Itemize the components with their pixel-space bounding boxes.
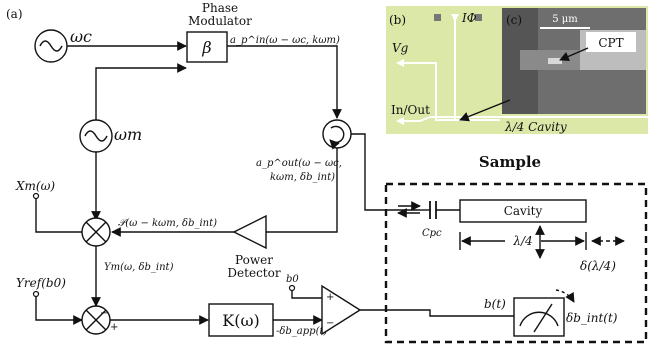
meter-needle: [533, 303, 553, 333]
adder-to-sample-wire: [360, 309, 514, 317]
in-out-label: In/Out: [391, 103, 430, 117]
power-detector-label-2: Detector: [227, 266, 280, 280]
modulator-to-circulator-wire: [227, 45, 342, 119]
K-omega-label: K(ω): [222, 311, 259, 330]
Y-ref-label: Yref(b0): [16, 276, 66, 290]
modulation-source: [79, 119, 113, 153]
scale-bar-label: 5 μm: [552, 14, 578, 25]
yref-terminal: [32, 290, 40, 298]
circulator-to-detector-wire: [266, 148, 338, 233]
summer-minus: −: [100, 308, 108, 319]
yref-to-summer-wire: [35, 296, 83, 325]
adder-plus: +: [326, 292, 334, 303]
circulator-to-sample-wire: [351, 133, 420, 211]
X-m-label: Xm(ω): [15, 179, 55, 193]
delta-b-int-label: δb_int(t): [566, 311, 618, 325]
sample-title: Sample: [479, 153, 541, 171]
b0-terminal: [288, 284, 296, 292]
delta-b-app-label: -δb_app(t): [276, 326, 327, 337]
a-out-label-2: kωm, δb_int): [270, 172, 335, 183]
panel-c-label: (c): [506, 13, 522, 27]
adder-minus: −: [326, 318, 334, 329]
I-phi-label: IΦ: [461, 11, 477, 25]
omega-c-label: ωc: [70, 27, 92, 46]
a-in-label: a_p^in(ω − ωc, kωm): [230, 35, 340, 46]
omega-m-to-modulator-wire: [95, 63, 187, 120]
b0-wire: [291, 290, 322, 299]
panel-b-label: (b): [389, 13, 406, 27]
beta-label: β: [201, 38, 211, 57]
cpt-pointer-arrow: [559, 47, 589, 62]
cpt-meter-box: [513, 297, 565, 337]
inset-pointer-arrow: [459, 99, 511, 122]
b-t-label: b(t): [484, 297, 506, 311]
a-out-label-1: a_p^out(ω − ωc,: [256, 158, 342, 169]
carrier-source: [34, 29, 68, 63]
b0-label: b0: [286, 274, 299, 285]
cavity-label: Cavity: [504, 204, 543, 218]
delta-lambda-label: δ(λ/4): [580, 259, 616, 273]
panel-a-label: (a): [6, 7, 23, 21]
circulator: [322, 119, 352, 150]
mixer-to-xm-wire: [35, 198, 82, 233]
phase-modulator-box: [186, 31, 228, 63]
adder-triangle: [321, 284, 362, 336]
k-omega-box: [208, 303, 274, 337]
V-g-label: Vg: [392, 41, 409, 55]
power-detector-label-1: Power: [235, 253, 273, 267]
lambda-cavity-label: λ/4 Cavity: [504, 120, 567, 134]
C-pc-label: Cpc: [422, 228, 442, 239]
omega-m-label: ωm: [114, 125, 142, 144]
summer-plus: +: [110, 322, 118, 333]
P-label: 𝒫(ω − kωm, δb_int): [118, 218, 217, 229]
cpt-label-bg: [586, 32, 636, 52]
phase-modulator-label-2: Modulator: [188, 14, 252, 28]
CPT-label: CPT: [598, 36, 623, 50]
cavity-box: [459, 199, 587, 223]
xm-output-terminal: [32, 192, 40, 200]
phase-modulator-label-1: Phase: [202, 1, 238, 15]
delta-b-int-arrow: [555, 289, 575, 303]
Y-m-label: Ym(ω, δb_int): [104, 262, 174, 273]
sample-box: [384, 182, 648, 344]
power-detector: [232, 214, 267, 250]
lambda-quarter-label: λ/4: [512, 234, 532, 248]
mixer-1: [81, 217, 111, 247]
summer: [81, 305, 111, 335]
meter-arc: [519, 311, 559, 327]
